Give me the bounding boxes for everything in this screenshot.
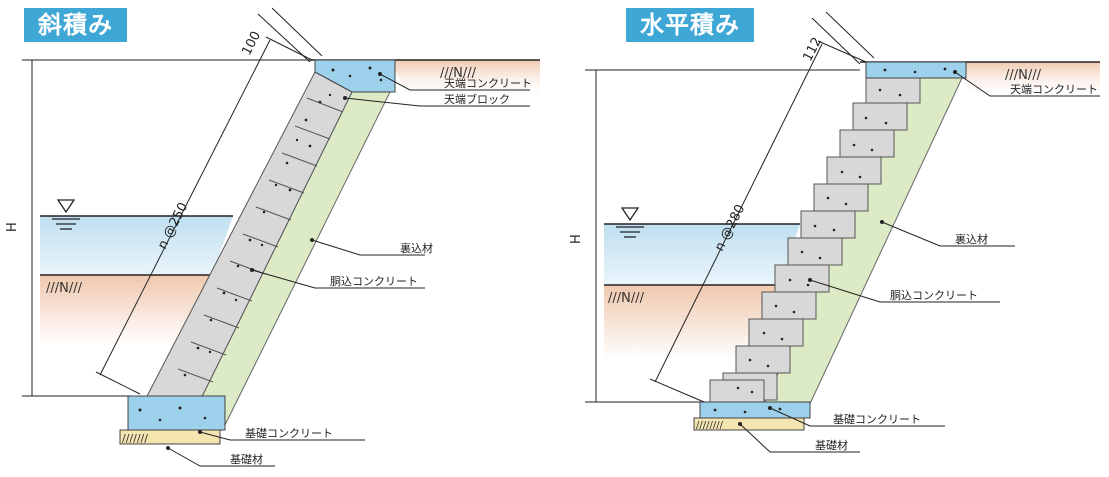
svg-text:///N///: ///N/// <box>608 291 645 306</box>
foundation-concrete-right <box>699 401 811 419</box>
title-horizontal-stacking: 水平積み <box>626 8 754 42</box>
block-depth-label-left: 100 <box>239 29 264 58</box>
label-crown-concrete-right: 天端コンクリート <box>1010 83 1098 96</box>
height-label-right: H <box>569 234 584 244</box>
concrete-dots-left <box>183 93 332 377</box>
label-foundation-concrete-right: 基礎コンクリート <box>833 413 921 426</box>
label-foundation-material-left: 基礎材 <box>230 452 263 466</box>
concrete-dots-right <box>736 88 902 394</box>
ground-top-right <box>960 62 1100 100</box>
label-filling-concrete-left: 胴込コンクリート <box>330 275 418 288</box>
foundation-concrete-left <box>127 395 226 431</box>
height-label-left: H <box>5 222 20 232</box>
water-left <box>40 216 233 275</box>
panel-left: ///N/// ///N/// <box>5 7 540 467</box>
svg-text:///N///: ///N/// <box>46 281 83 296</box>
water-level-symbol-left <box>52 199 80 230</box>
crown-concrete-left <box>314 59 396 93</box>
panel-right: ///N/// ///N/// <box>569 11 1100 453</box>
svg-text:///////: /////// <box>122 432 148 445</box>
ground-front-right <box>604 285 780 360</box>
svg-text:////////: //////// <box>696 420 724 431</box>
label-backfill-left: 裏込材 <box>400 241 433 255</box>
label-backfill-right: 裏込材 <box>955 232 988 246</box>
foundation-material-right <box>693 417 805 431</box>
label-crown-concrete-left: 天端コンクリート <box>444 77 532 90</box>
svg-text:///N///: ///N/// <box>440 66 477 81</box>
crown-concrete-right <box>865 61 967 79</box>
title-slanted-stacking: 斜積み <box>24 8 127 42</box>
height-dimension-left <box>22 59 310 397</box>
label-filling-concrete-right: 胴込コンクリート <box>890 289 978 302</box>
stepped-blocks-right <box>709 75 921 403</box>
label-foundation-concrete-left: 基礎コンクリート <box>245 427 333 440</box>
water-level-symbol-right <box>616 207 644 238</box>
water-right <box>604 224 800 285</box>
ground-front-left <box>40 275 212 345</box>
label-foundation-material-right: 基礎材 <box>815 438 848 452</box>
svg-text:///N///: ///N/// <box>1005 68 1042 83</box>
block-joints-left <box>177 97 344 383</box>
block-depth-label-right: 112 <box>800 35 825 64</box>
label-crown-block-left: 天端ブロック <box>444 92 510 106</box>
height-dimension-right <box>585 69 860 403</box>
